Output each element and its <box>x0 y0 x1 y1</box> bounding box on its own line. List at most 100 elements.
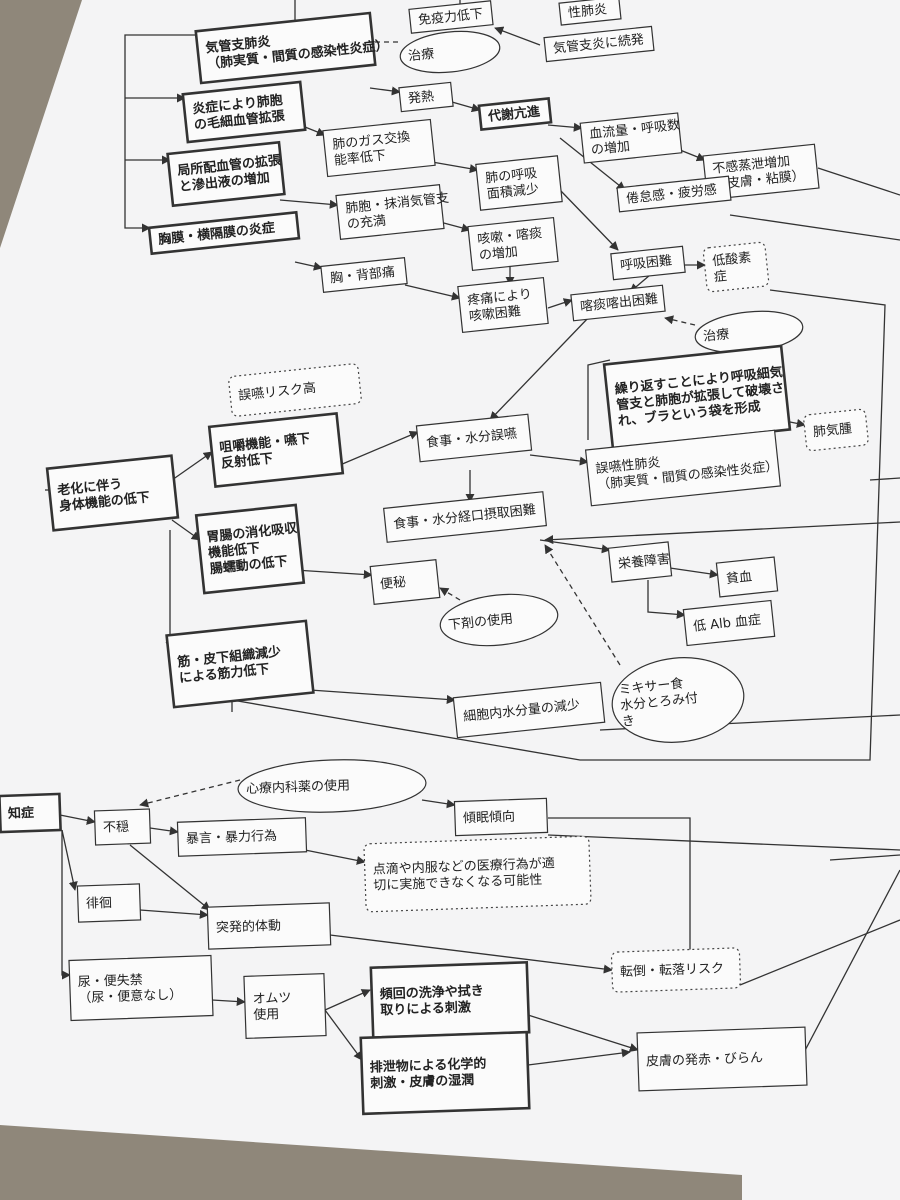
node-psychdrug-text: 心療内科薬の使用 <box>246 777 351 797</box>
node-cough-text: の増加 <box>478 245 518 264</box>
node-medical-shape <box>363 835 592 913</box>
node-fallrisk-shape <box>610 947 742 993</box>
node-aging-shape <box>45 454 180 532</box>
node-capillary-shape <box>181 80 307 144</box>
node-incont-shape <box>68 954 214 1022</box>
node-chestpain-text: 胸・背部痛 <box>329 264 395 287</box>
node-emphysema: 肺気腫 <box>803 408 869 452</box>
node-wander-shape <box>76 883 142 923</box>
node-muscle-shape <box>165 619 315 709</box>
node-chestpain: 胸・背部痛 <box>320 257 408 293</box>
node-somnolence-shape <box>453 797 549 837</box>
node-gi-shape <box>194 503 306 595</box>
node-diaper-text: 使用 <box>253 1006 280 1023</box>
node-anemia-text: 貧血 <box>725 570 752 588</box>
node-laxative-text: 下剤の使用 <box>447 611 513 634</box>
node-washing-text: 頻回の洗浄や拭き <box>379 983 484 1003</box>
node-constip-shape <box>369 558 441 606</box>
node-fatigue-shape <box>616 175 732 213</box>
node-violence-text: 暴言・暴力行為 <box>186 828 278 847</box>
node-bronchopneumonia-text: 気管支肺炎 <box>205 34 271 57</box>
node-aspirationrisk-shape <box>228 363 362 417</box>
node-incont-text: （尿・便意なし） <box>78 987 183 1007</box>
node-fatigue: 倦怠感・疲労感 <box>616 175 732 213</box>
node-eatingasp-shape <box>415 413 533 463</box>
node-medical-text: 切に実施できなくなる可能性 <box>373 872 542 894</box>
node-bloodflow-text: の増加 <box>590 139 630 158</box>
node-cellwater-shape <box>452 681 606 739</box>
node-dyspnea-shape <box>610 245 686 281</box>
node-incont-text: 尿・便失禁 <box>78 973 143 990</box>
node-chewing-shape <box>207 412 345 488</box>
node-skin-text: 皮膚の発赤・びらん <box>646 1050 764 1070</box>
node-gasex-text: 能率低下 <box>333 147 386 168</box>
node-dementia: 知症 <box>0 792 62 834</box>
node-excreta-text: 刺激・皮膚の湿潤 <box>370 1072 475 1092</box>
node-lowalb: 低 Alb 血症 <box>682 599 776 647</box>
node-skin: 皮膚の発赤・びらん <box>636 1026 808 1092</box>
node-fever-shape <box>398 81 454 113</box>
node-alveoli-text: の充満 <box>346 213 386 233</box>
node-lowalb-shape <box>682 599 776 647</box>
node-hypoxemia-text: 症 <box>713 269 728 285</box>
node-dyspnea-text: 呼吸困難 <box>619 254 672 274</box>
node-immunity-text: 免疫力低下 <box>417 6 483 29</box>
node-mixer-shape <box>611 657 745 743</box>
node-somnolence-text: 傾眠傾向 <box>463 809 516 827</box>
node-treat1-text: 治療 <box>407 47 434 65</box>
node-malnut-text: 栄養障害 <box>617 551 670 572</box>
node-violence-shape <box>176 817 308 857</box>
node-wander: 徘徊 <box>76 883 142 923</box>
node-aging-text: 老化に伴う <box>56 476 123 499</box>
node-hypoxemia-text: 低酸素 <box>712 250 752 269</box>
node-treat2: 治療 <box>694 310 804 354</box>
node-emphysema-shape <box>803 408 869 452</box>
node-sputum-shape <box>570 284 666 322</box>
node-aspirationrisk: 誤嚥リスク高 <box>228 363 362 417</box>
node-eatingasp: 食事・水分誤嚥 <box>415 413 533 463</box>
node-gasex-shape <box>322 118 436 178</box>
node-aspneumonia-shape <box>584 429 782 507</box>
node-chewing-text: 反射低下 <box>220 450 273 471</box>
node-hypoxemia-shape <box>702 241 770 293</box>
node-excreta-text: 排泄物による化学的 <box>369 1056 486 1076</box>
node-sudden: 突発的体動 <box>206 902 332 950</box>
node-treat1-shape <box>399 30 501 74</box>
node-resparea-shape <box>475 155 563 211</box>
node-alveoli-shape <box>335 184 445 240</box>
node-insensible-shape <box>702 143 820 201</box>
node-fallrisk-text: 転倒・転落リスク <box>620 961 724 980</box>
node-psychdrug-shape <box>237 759 427 813</box>
node-oralintake: 食事・水分経口摂取困難 <box>383 491 547 543</box>
node-pneumonia-top: 性肺炎 <box>558 0 622 26</box>
node-dementia-shape <box>0 792 62 834</box>
node-malnut-shape <box>607 541 673 583</box>
node-treat2-text: 治療 <box>703 327 730 345</box>
node-aspneumonia: 誤嚥性肺炎（肺実質・間質の感染性炎症） <box>584 429 782 507</box>
node-somnolence: 傾眠傾向 <box>453 797 549 837</box>
node-bloodflow-shape <box>579 112 683 164</box>
node-laxative-shape <box>439 593 559 647</box>
node-restless: 不穏 <box>93 808 152 846</box>
node-washing-text: 取りによる刺激 <box>380 999 472 1018</box>
node-metab: 代謝亢進 <box>477 96 553 132</box>
node-constip: 便秘 <box>369 558 441 606</box>
node-bronchitis-cont: 気管支炎に続発 <box>543 25 655 63</box>
node-restless-text: 不穏 <box>103 820 130 836</box>
node-chestpain-shape <box>320 257 408 293</box>
node-sputum: 喀痰喀出困難 <box>570 284 666 322</box>
node-constip-text: 便秘 <box>379 575 406 593</box>
node-wander-text: 徘徊 <box>86 896 113 912</box>
node-resparea-text: 肺の呼吸 <box>485 166 538 186</box>
